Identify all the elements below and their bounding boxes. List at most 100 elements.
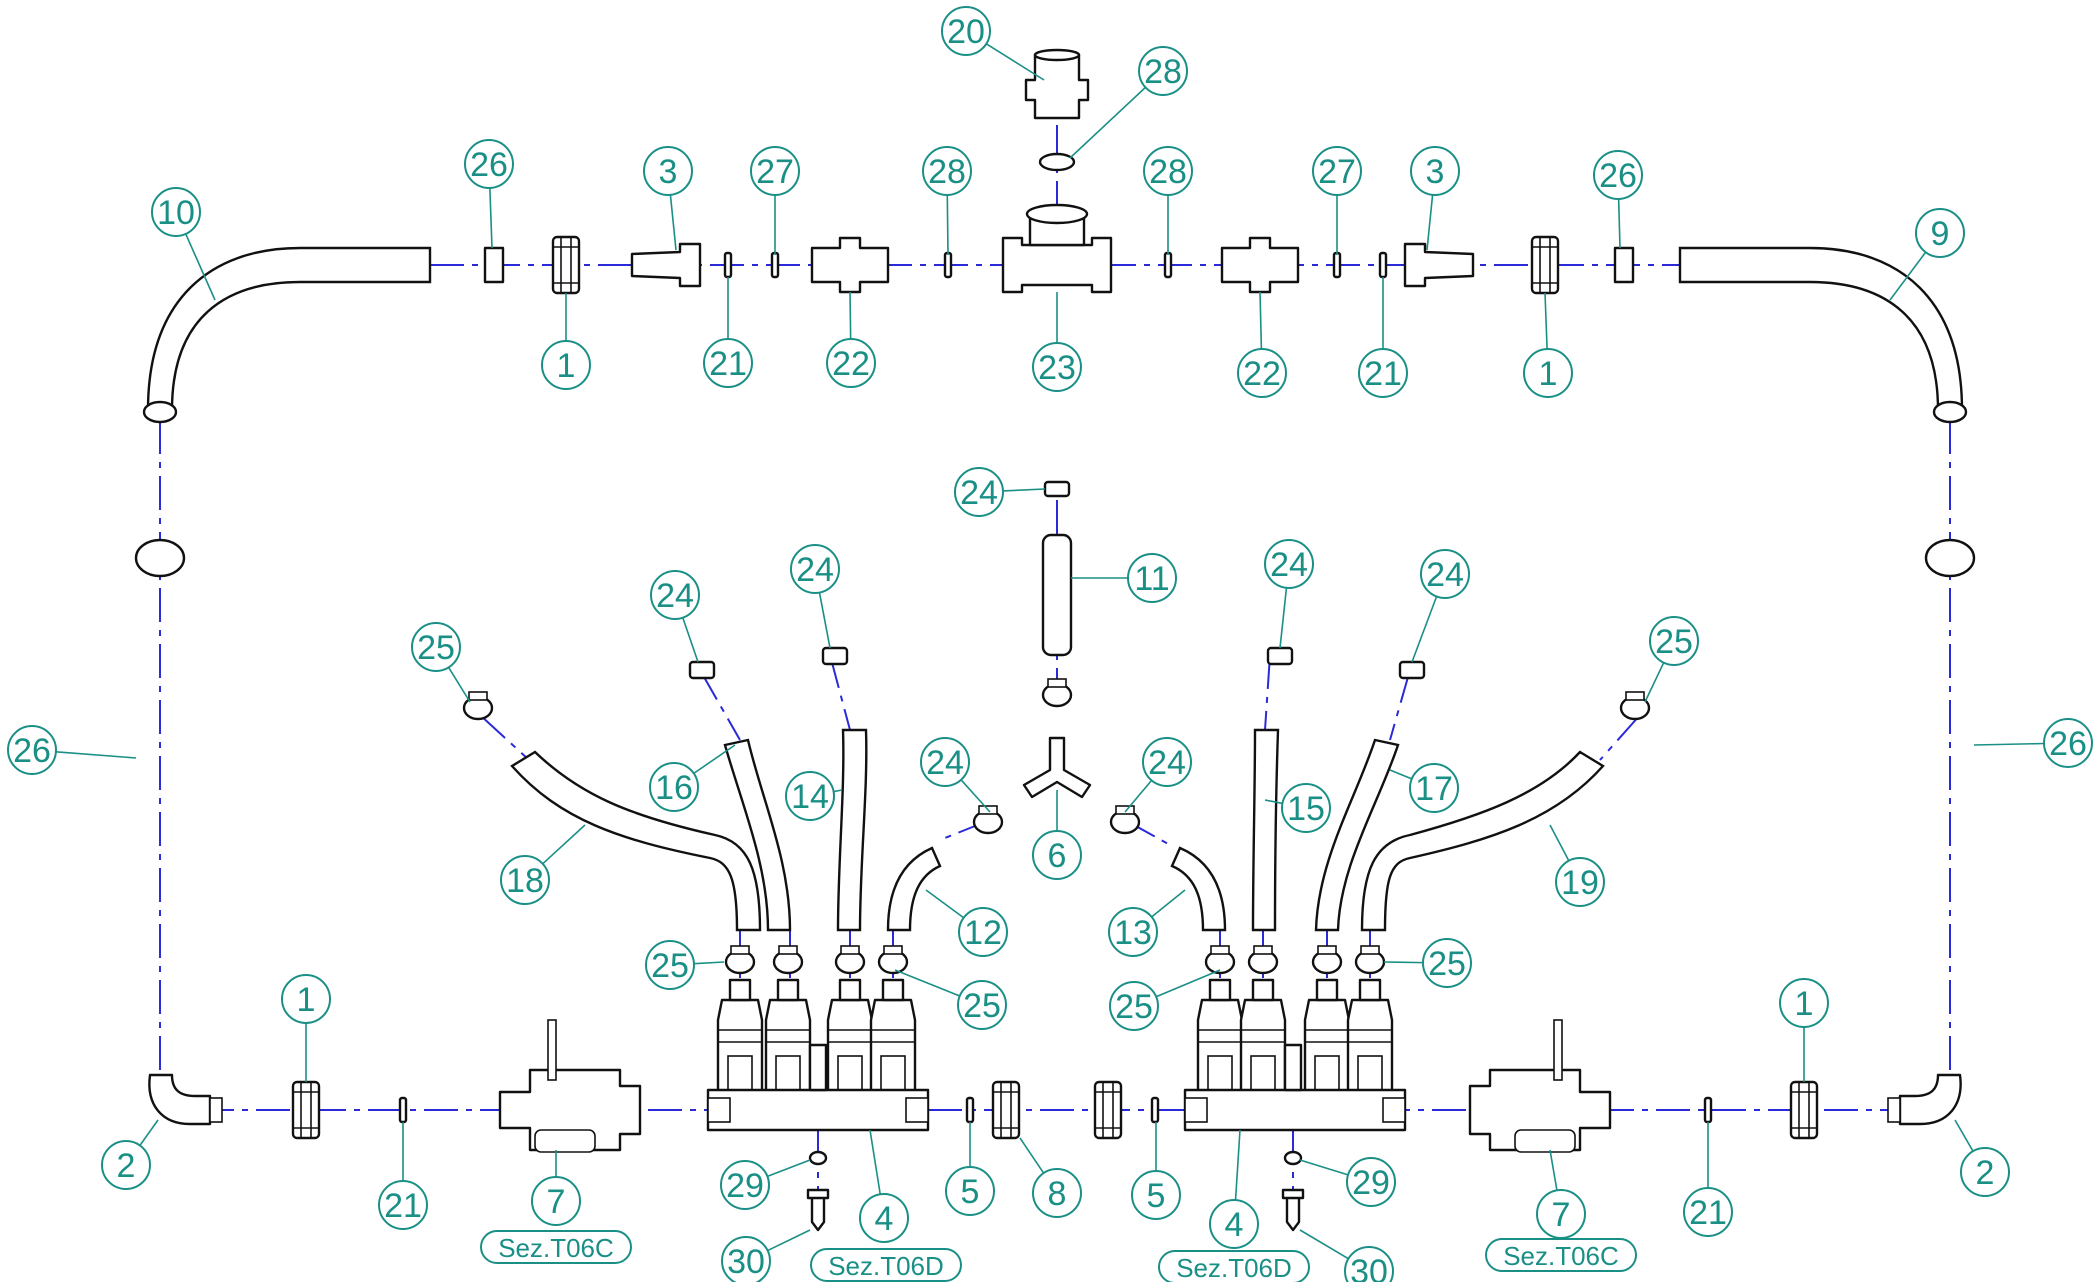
callout-bubble (1209, 1199, 1259, 1249)
callout-number: 12 (964, 914, 1002, 952)
callout-number: 1 (297, 981, 316, 1019)
callout-2: 2 (1960, 1147, 2010, 1197)
hose-19 (1360, 750, 1605, 932)
callout-29: 29 (720, 1160, 770, 1210)
hose-10 (146, 246, 432, 412)
leader-line-7 (1549, 1149, 1558, 1191)
callout-29: 29 (1346, 1157, 1396, 1207)
callout-25: 25 (645, 940, 695, 990)
leader-line-26 (1617, 198, 1621, 249)
nut-1-left-top (551, 235, 581, 295)
leader-line-24 (1411, 596, 1438, 663)
section-ref: Sez.T06D (1158, 1250, 1310, 1282)
valve-7-right-wing (1514, 1129, 1576, 1153)
callout-number: 29 (1352, 1164, 1390, 1202)
callout-28: 28 (1138, 46, 1188, 96)
callout-20: 20 (941, 6, 991, 56)
callout-number: 24 (1426, 556, 1464, 594)
hose-11 (1041, 533, 1073, 657)
callout-3: 3 (1410, 146, 1460, 196)
leader-line-17 (1389, 769, 1413, 780)
screw-30-right-head (1281, 1188, 1305, 1200)
callout-11: 11 (1127, 553, 1177, 603)
callout-bubble (1593, 150, 1643, 200)
y-connector-6 (1022, 736, 1092, 799)
callout-30: 30 (1344, 1246, 1394, 1282)
callout-7: 7 (531, 1176, 581, 1226)
callout-bubble (2043, 718, 2093, 768)
callout-12: 12 (958, 907, 1008, 957)
callout-24: 24 (790, 544, 840, 594)
callout-bubble (7, 725, 57, 775)
clamp-24-hose17 (1398, 660, 1426, 680)
callout-24: 24 (920, 737, 970, 787)
callout-bubble (750, 146, 800, 196)
callout-bubble (1032, 830, 1082, 880)
callout-7: 7 (1536, 1189, 1586, 1239)
callout-bubble (1683, 1187, 1733, 1237)
manifold-4-right-end (1184, 1097, 1208, 1123)
callout-1: 1 (281, 974, 331, 1024)
callout-6: 6 (1032, 830, 1082, 880)
oring-21-right-bottom (1703, 1096, 1713, 1124)
callout-number: 28 (1149, 153, 1187, 191)
callout-number: 1 (1539, 355, 1558, 393)
callout-21: 21 (1358, 348, 1408, 398)
branch-hoses (462, 646, 1651, 932)
manifold-4-right-end2 (1382, 1097, 1406, 1123)
leader-line-29 (767, 1159, 811, 1178)
section-ref-frame (1158, 1250, 1310, 1282)
clamp-24-hose16 (688, 660, 716, 680)
callout-bubble (1131, 1170, 1181, 1220)
callout-3: 3 (643, 146, 693, 196)
callout-bubble (1410, 146, 1460, 196)
oring-28-top (1038, 152, 1076, 172)
section-ref-frame (810, 1248, 962, 1282)
callout-bubble (1264, 539, 1314, 589)
leader-line-26 (489, 187, 493, 249)
callout-5: 5 (945, 1166, 995, 1216)
elbow-12 (886, 846, 942, 932)
leader-line-26 (55, 751, 137, 759)
callout-1: 1 (1523, 348, 1573, 398)
callout-bubble (1779, 978, 1829, 1028)
clamp-24-hose14 (821, 646, 849, 666)
leader-line-8 (1019, 1137, 1045, 1174)
section-ref-label: Sez.T06D (828, 1251, 944, 1281)
hose15-axis (1264, 654, 1271, 731)
oring-27-right (1332, 251, 1342, 279)
section-ref: Sez.T06D (810, 1248, 962, 1282)
callout-number: 17 (1415, 770, 1453, 808)
callout-number: 28 (928, 153, 966, 191)
clamp-25-valve6 (1247, 944, 1279, 975)
callout-bubble (1143, 146, 1193, 196)
callout-10: 10 (151, 187, 201, 237)
hose-tail-3-right (1403, 242, 1475, 288)
callout-number: 24 (1270, 546, 1308, 584)
callout-number: 25 (651, 947, 689, 985)
callout-number: 24 (1148, 744, 1186, 782)
manifold-4-right-riser (1283, 1043, 1303, 1092)
leader-line-24 (818, 592, 831, 649)
manifold-4-right-body (1183, 1088, 1407, 1132)
oring-28-left (943, 251, 953, 279)
clamp-26-left-top (483, 246, 505, 284)
leader-line-20 (985, 43, 1045, 81)
hose14-axis (829, 654, 851, 731)
leader-line-24 (1279, 587, 1288, 649)
callout-bubble (721, 1236, 771, 1282)
oring-5-left (965, 1096, 975, 1124)
callout-bubble (1142, 737, 1192, 787)
callout-number: 19 (1561, 864, 1599, 902)
leader-lines (55, 43, 2045, 1260)
callout-bubble (826, 338, 876, 388)
callout-number: 6 (1048, 837, 1067, 875)
callout-27: 27 (750, 146, 800, 196)
callout-number: 10 (157, 194, 195, 232)
callout-bubble (151, 187, 201, 237)
valve-7-left-wing (534, 1129, 596, 1153)
callout-28: 28 (922, 146, 972, 196)
callout-number: 24 (796, 551, 834, 589)
leader-line-30 (767, 1229, 811, 1252)
clamp-25-valve2 (772, 944, 804, 975)
